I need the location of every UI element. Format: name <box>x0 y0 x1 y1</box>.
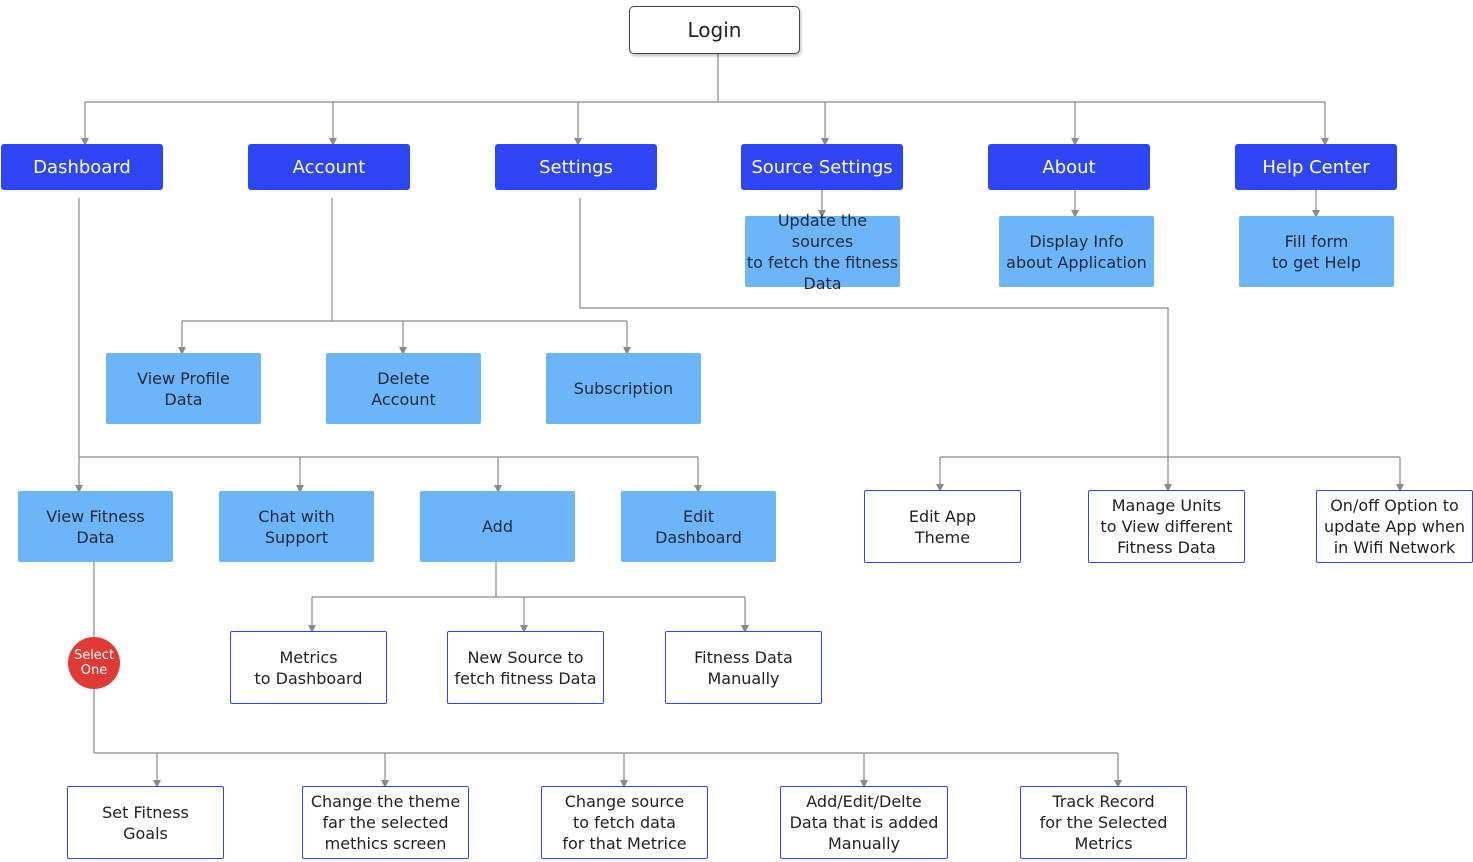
about-node: About <box>988 144 1150 190</box>
delete-account-node: Delete Account <box>326 353 481 424</box>
metrics-node: Metrics to Dashboard <box>230 631 387 704</box>
source-settings-node: Source Settings <box>741 144 903 190</box>
display-info-node: Display Info about Application <box>999 216 1154 287</box>
view-profile-node: View Profile Data <box>106 353 261 424</box>
set-goals-node: Set Fitness Goals <box>67 786 224 859</box>
update-sources-node: Update the sources to fetch the fitness … <box>745 210 900 293</box>
subscription-node: Subscription <box>546 353 701 424</box>
view-fitness-node: View Fitness Data <box>18 491 173 562</box>
help-center-node: Help Center <box>1235 144 1397 190</box>
login-node: Login <box>629 6 800 54</box>
track-record-node: Track Record for the Selected Metrics <box>1020 786 1187 859</box>
fill-form-node: Fill form to get Help <box>1239 216 1394 287</box>
add-node: Add <box>420 491 575 562</box>
edit-dashboard-node: Edit Dashboard <box>621 491 776 562</box>
wifi-option-node: On/off Option to update App when in Wifi… <box>1316 490 1473 563</box>
change-source-node: Change source to fetch data for that Met… <box>541 786 708 859</box>
fitness-manual-node: Fitness Data Manually <box>665 631 822 704</box>
add-edit-delete-node: Add/Edit/Delte Data that is added Manual… <box>780 786 948 859</box>
new-source-node: New Source to fetch fitness Data <box>447 631 604 704</box>
change-theme-node: Change the theme far the selected methic… <box>302 786 469 859</box>
select-one-badge: Select One <box>68 637 120 689</box>
edit-theme-node: Edit App Theme <box>864 490 1021 563</box>
settings-node: Settings <box>495 144 657 190</box>
dashboard-node: Dashboard <box>1 144 163 190</box>
chat-support-node: Chat with Support <box>219 491 374 562</box>
manage-units-node: Manage Units to View different Fitness D… <box>1088 490 1245 563</box>
account-node: Account <box>248 144 410 190</box>
